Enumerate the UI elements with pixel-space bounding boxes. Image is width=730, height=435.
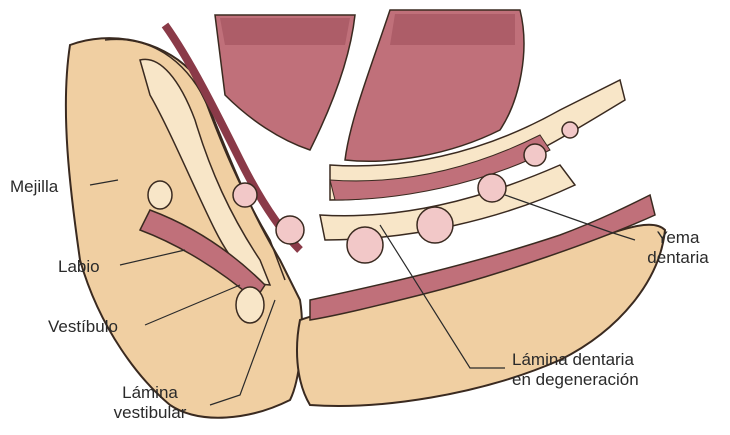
tooth-bud [524,144,546,166]
tooth-bud [417,207,453,243]
tooth-bud-upper [233,183,257,207]
tongue-hair-right [390,14,515,45]
tooth-bud [347,227,383,263]
label-labio: Labio [58,257,100,277]
tongue-hair-left [220,18,350,45]
label-vestibulo: Vestíbulo [48,317,118,337]
label-yema-line2: dentaria [638,248,718,268]
label-yema-line1: Yema [638,228,718,248]
label-degeneracion-line2: en degeneración [512,370,639,390]
vestibule-tube [236,287,264,323]
label-yema-dentaria: Yema dentaria [638,228,718,268]
label-lamina-degeneracion: Lámina dentaria en degeneración [512,350,639,390]
vestibule-tube-upper [148,181,172,209]
tooth-bud-upper [276,216,304,244]
tooth-bud [478,174,506,202]
label-degeneracion-line1: Lámina dentaria [512,350,639,370]
label-lamina-vestibular-line1: Lámina [95,383,205,403]
label-lamina-vestibular-line2: vestibular [95,403,205,423]
label-lamina-vestibular: Lámina vestibular [95,383,205,423]
label-mejilla: Mejilla [10,177,58,197]
tooth-bud [562,122,578,138]
